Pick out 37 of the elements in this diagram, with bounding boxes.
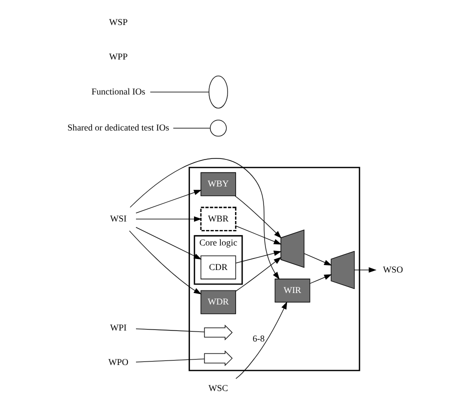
node-trapezoid: [280, 230, 304, 268]
node-text: Shared or dedicated test IOs: [68, 122, 170, 133]
arrow: [136, 227, 202, 260]
node-box: WBY: [200, 172, 236, 196]
arrow: [235, 256, 282, 292]
arrow: [136, 216, 202, 222]
label: WPP: [109, 52, 128, 62]
arrow: [130, 158, 280, 280]
node-box: WIR: [274, 278, 310, 303]
node-arrow: [204, 350, 233, 366]
node-text: WPO: [108, 357, 128, 368]
node-text: WPI: [110, 322, 127, 332]
arrow: [136, 190, 202, 214]
arrow: [310, 274, 332, 284]
arrow: [304, 253, 332, 266]
connector: [136, 328, 205, 332]
node-text: WSI: [110, 213, 127, 224]
arrow: [236, 301, 288, 379]
node-trapezoid: [330, 250, 355, 290]
node-ellipse: [208, 76, 228, 108]
arrow: [129, 230, 202, 294]
node-text: WSO: [382, 264, 404, 274]
node-box: WBR: [200, 206, 236, 232]
node-arrow: [204, 324, 233, 340]
arrow: [354, 267, 376, 273]
node-box: CDR: [200, 255, 236, 280]
label: WSP: [109, 16, 128, 27]
node-text: WSC: [208, 382, 228, 393]
edge-label: 6-8: [252, 334, 265, 344]
node-box: WDR: [200, 290, 236, 314]
node-circle: [210, 120, 227, 137]
node-text: Functional IOs: [91, 86, 146, 96]
connector: [136, 358, 205, 362]
cluster: [188, 166, 360, 372]
arrow: [236, 226, 282, 245]
arrow: [236, 250, 282, 264]
arrow: [234, 196, 282, 238]
